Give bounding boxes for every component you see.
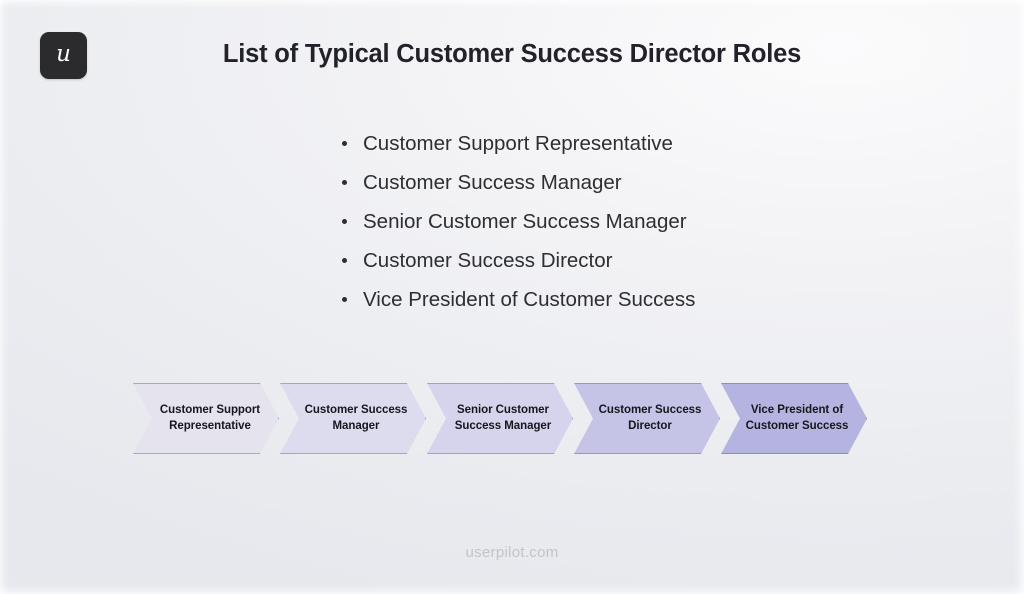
footer-attribution: userpilot.com [465, 544, 559, 561]
career-path-chevron-flow: Customer Support Representative Customer… [133, 383, 868, 454]
userpilot-logo: u [40, 32, 87, 79]
chevron-step-label: Customer Success Manager [304, 404, 408, 432]
chevron-step: Senior Customer Success Manager [427, 383, 573, 454]
chevron-step: Customer Support Representative [133, 383, 279, 454]
page-title: List of Typical Customer Success Directo… [222, 40, 802, 68]
chevron-step-label: Customer Support Representative [159, 404, 261, 432]
chevron-step-label: Vice President of Customer Success [745, 404, 849, 432]
chevron-step-label: Senior Customer Success Manager [454, 404, 552, 432]
chevron-step: Customer Success Manager [280, 383, 426, 454]
chevron-step: Vice President of Customer Success [721, 383, 867, 454]
list-item: Customer Support Representative [341, 133, 695, 155]
list-item: Customer Success Manager [341, 172, 695, 194]
list-item: Customer Success Director [341, 250, 695, 272]
logo-letter-u-icon: u [56, 41, 71, 67]
roles-bullet-list: Customer Support Representative Customer… [341, 133, 695, 329]
chevron-step: Customer Success Director [574, 383, 720, 454]
chevron-step-label: Customer Success Director [598, 404, 702, 432]
list-item: Vice President of Customer Success [341, 289, 695, 311]
list-item: Senior Customer Success Manager [341, 211, 695, 233]
